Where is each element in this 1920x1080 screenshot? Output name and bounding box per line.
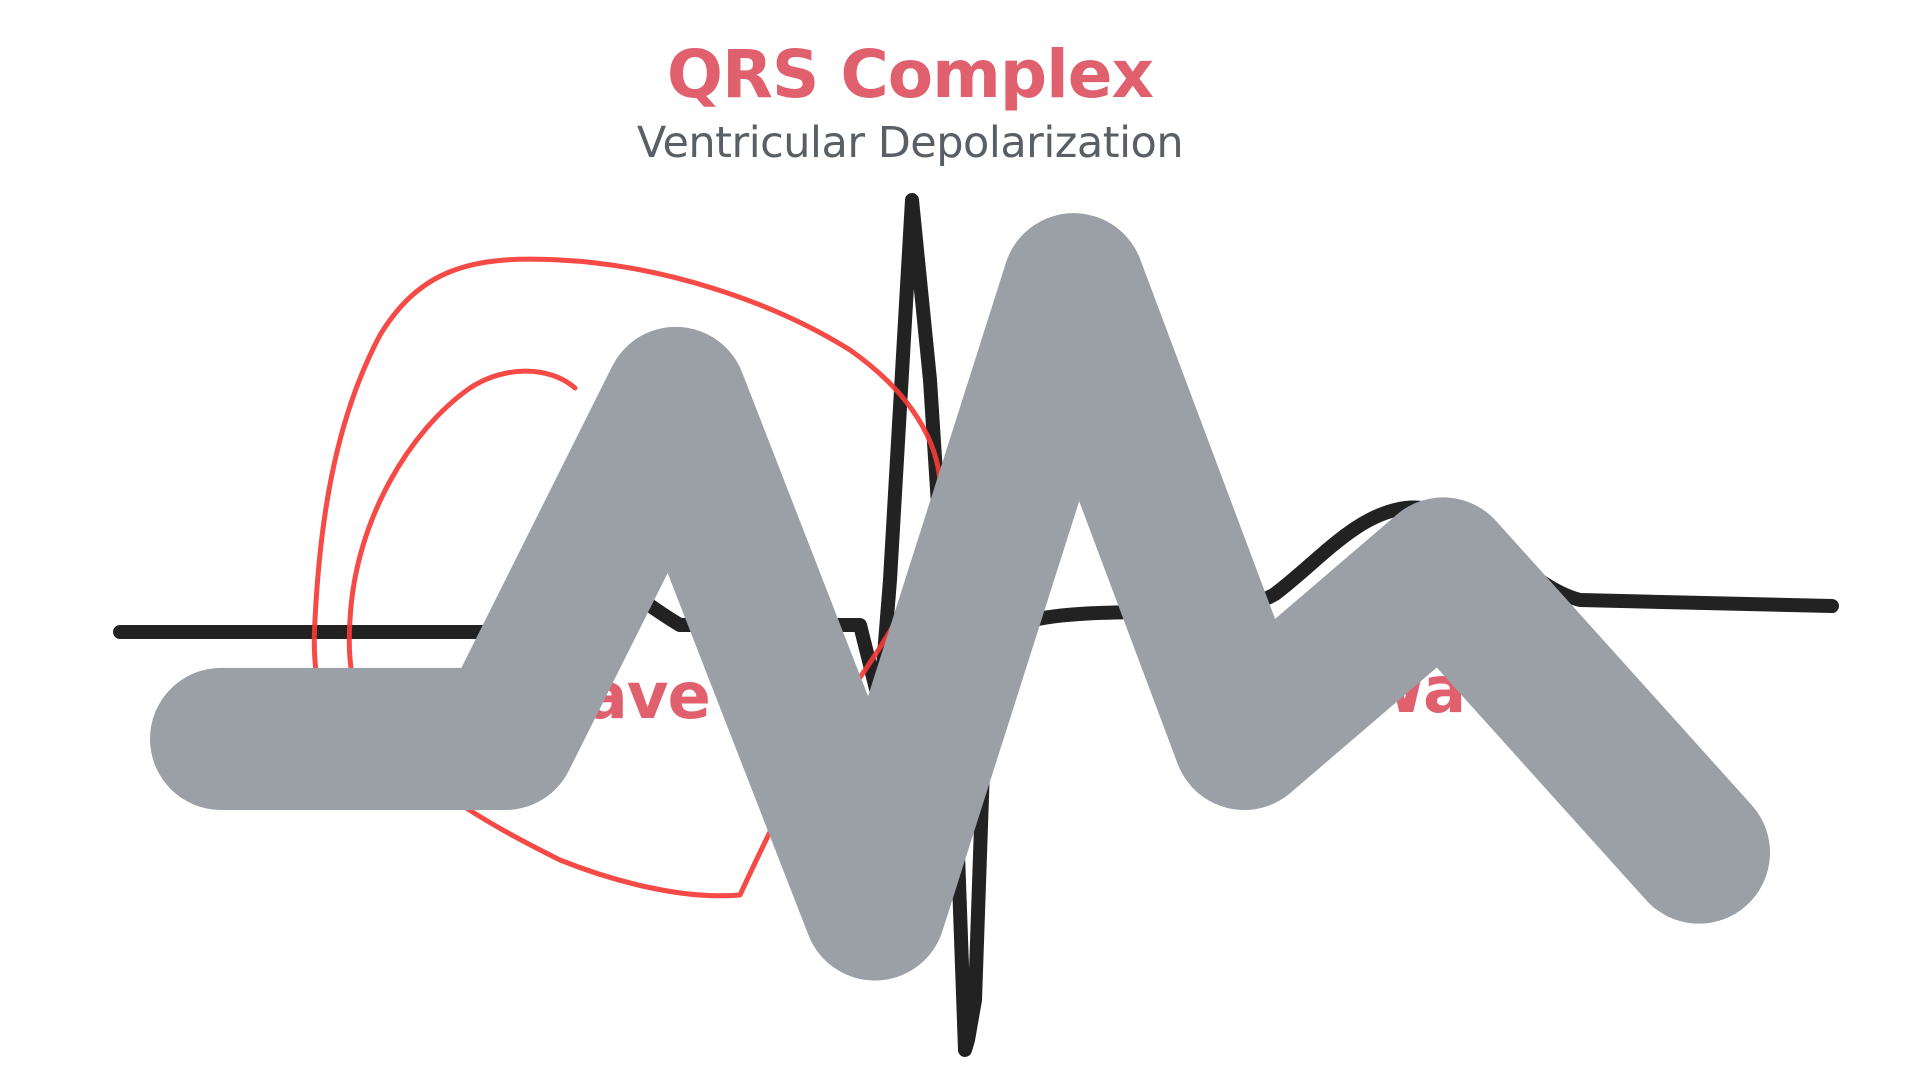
qrs-complex-title: QRS Complex <box>666 36 1154 113</box>
circle-annotation <box>311 256 943 899</box>
qrs-complex-subtitle: Ventricular Depolarization <box>636 118 1184 168</box>
